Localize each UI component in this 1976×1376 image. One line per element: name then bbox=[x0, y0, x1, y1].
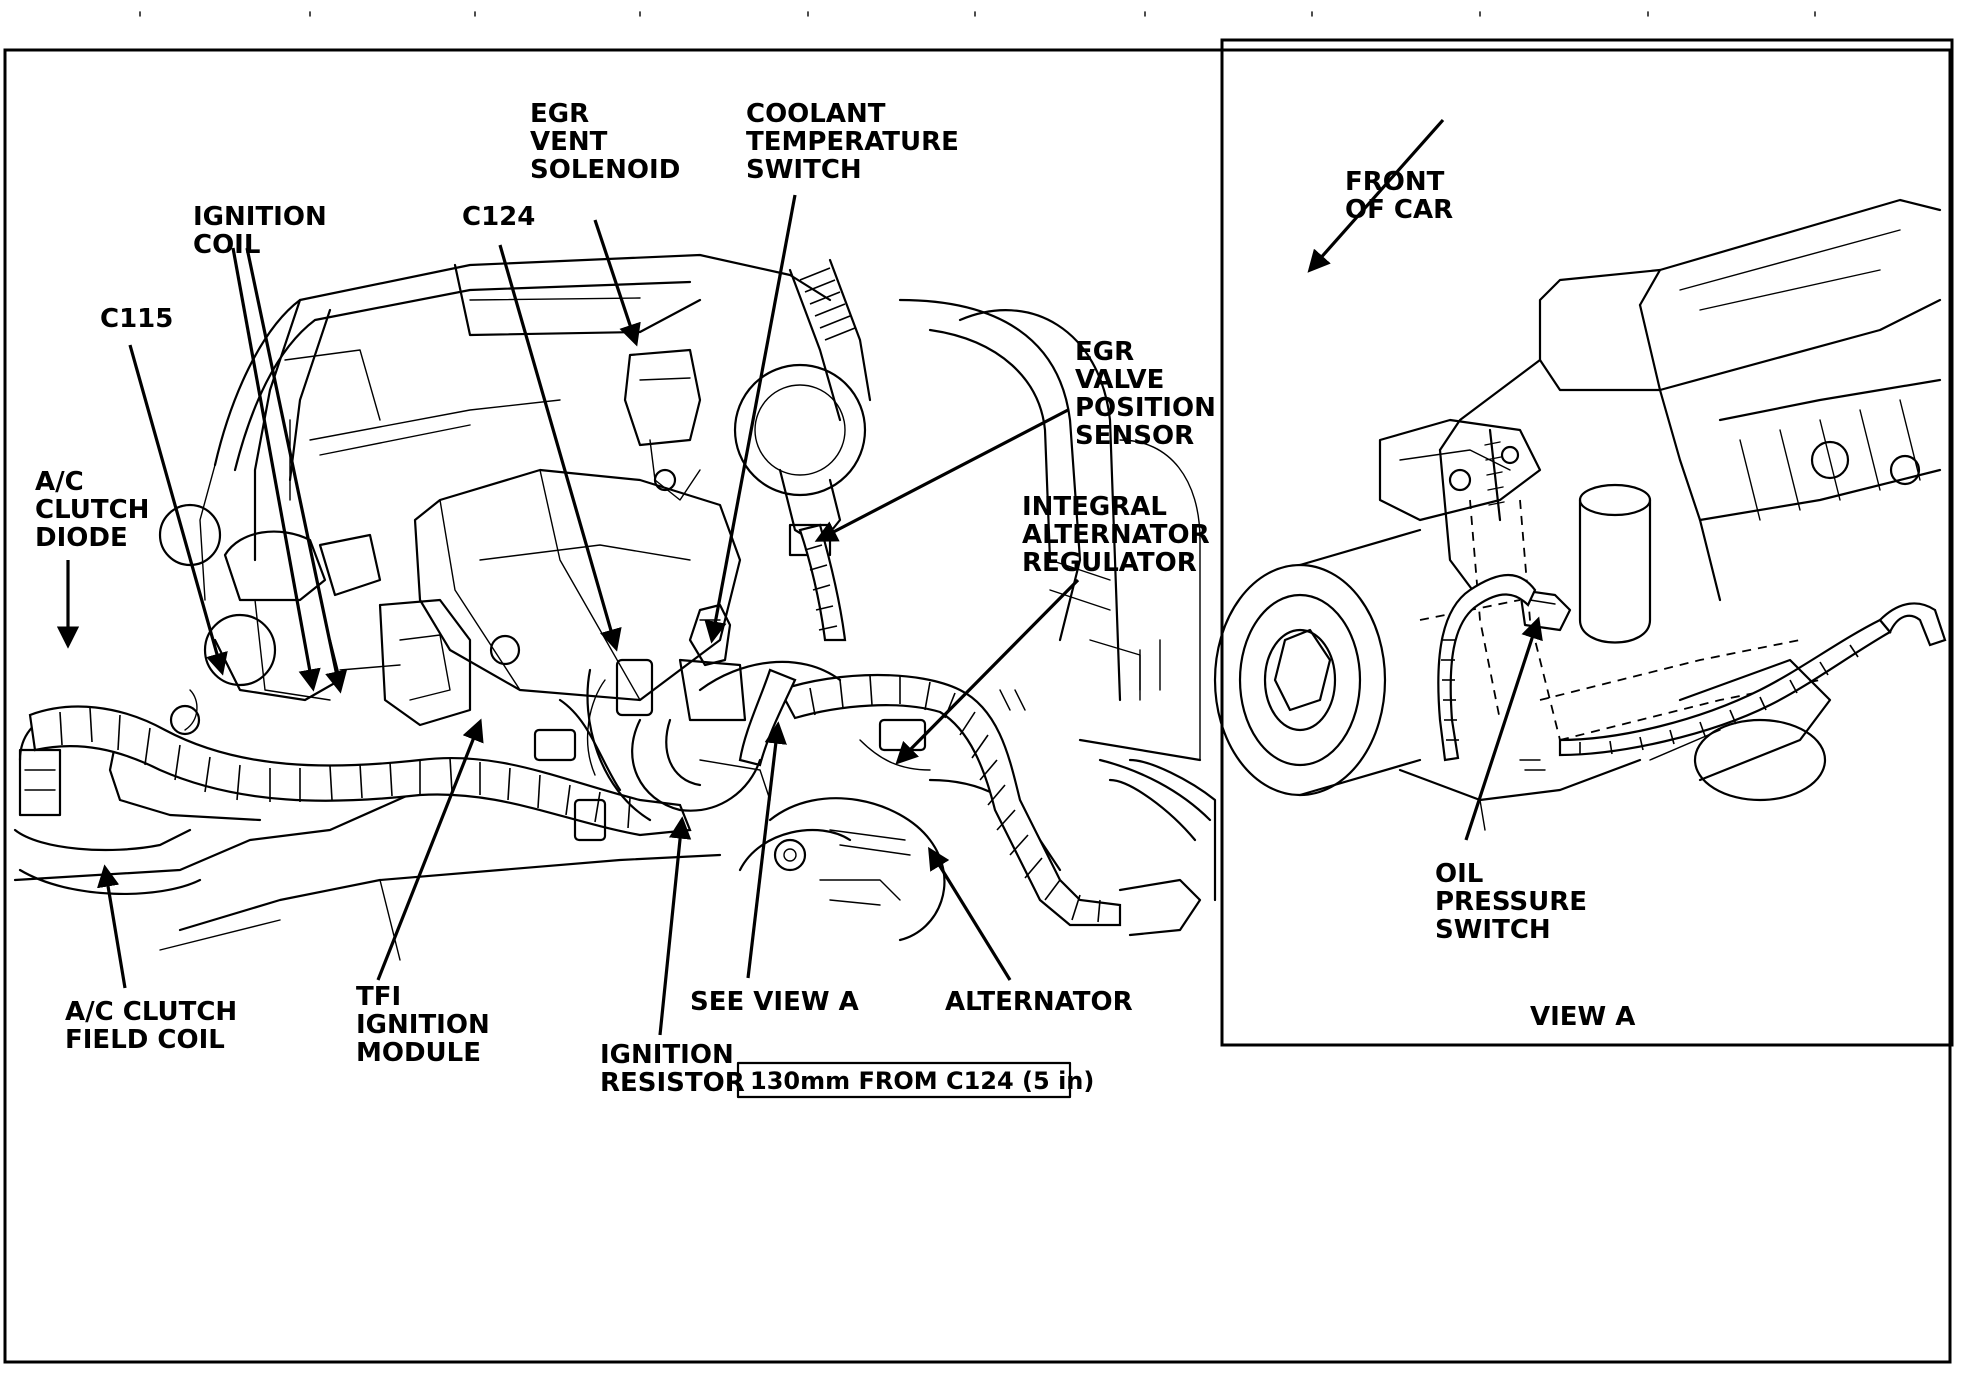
arrow-front-of-car bbox=[1307, 118, 1445, 273]
label-alternator: ALTERNATOR bbox=[945, 987, 1133, 1017]
arrow-alternator bbox=[928, 846, 1012, 981]
outer-frame bbox=[3, 48, 1952, 1364]
arrow-see-view-a bbox=[746, 721, 787, 979]
arrow-coolant-temperature-switch bbox=[704, 194, 797, 644]
view-a-caption: VIEW A bbox=[1530, 1002, 1635, 1032]
engine-illustration bbox=[13, 253, 1217, 961]
label-front-of-car: FRONT OF CAR bbox=[1345, 167, 1453, 225]
view-a-illustration bbox=[1213, 198, 1947, 831]
scan-tick-marks bbox=[139, 11, 1816, 17]
arrow-c124 bbox=[498, 244, 622, 652]
label-ac-clutch-diode: A/C CLUTCH DIODE bbox=[35, 467, 158, 553]
label-tfi-ignition-module: TFI IGNITION MODULE bbox=[356, 982, 499, 1068]
arrow-egr-vent-solenoid bbox=[593, 219, 641, 347]
arrow-ac-clutch-field-coil bbox=[97, 864, 127, 989]
label-egr-valve-position-sensor: EGR VALVE POSITION SENSOR bbox=[1075, 337, 1225, 451]
arrow-egr-valve-position-sensor bbox=[814, 408, 1069, 542]
label-ignition-resistor: IGNITION RESISTOR bbox=[600, 1040, 745, 1098]
note-box: 130mm FROM C124 (5 in) bbox=[736, 1061, 1094, 1099]
label-oil-pressure-switch: OIL PRESSURE SWITCH bbox=[1435, 859, 1596, 945]
arrow-tfi-ignition-module bbox=[376, 718, 484, 981]
arrow-c115 bbox=[128, 344, 228, 676]
label-ac-clutch-field-coil: A/C CLUTCH FIELD COIL bbox=[65, 997, 246, 1055]
label-see-view-a: SEE VIEW A bbox=[690, 987, 859, 1017]
arrow-ignition-resistor bbox=[658, 816, 692, 1036]
label-c115: C115 bbox=[100, 304, 173, 334]
label-coolant-temperature-switch: COOLANT TEMPERATURE SWITCH bbox=[746, 99, 968, 185]
leader-arrows bbox=[56, 118, 1543, 1036]
arrow-ignition-coil bbox=[231, 247, 321, 692]
arrow-oil-pressure-switch bbox=[1464, 616, 1543, 841]
note-box-text: 130mm FROM C124 (5 in) bbox=[750, 1067, 1094, 1095]
label-egr-vent-solenoid: EGR VENT SOLENOID bbox=[530, 99, 680, 185]
arrow-integral-alternator-regulator bbox=[895, 578, 1080, 765]
label-c124: C124 bbox=[462, 202, 535, 232]
label-integral-alternator-regulator: INTEGRAL ALTERNATOR REGULATOR bbox=[1022, 492, 1219, 578]
callout-labels: EGR VENT SOLENOID COOLANT TEMPERATURE SW… bbox=[35, 99, 1635, 1098]
view-a-frame bbox=[1220, 38, 1954, 1047]
label-ignition-coil: IGNITION COIL bbox=[193, 202, 336, 260]
arrow-ignition-coil-2 bbox=[245, 247, 348, 694]
